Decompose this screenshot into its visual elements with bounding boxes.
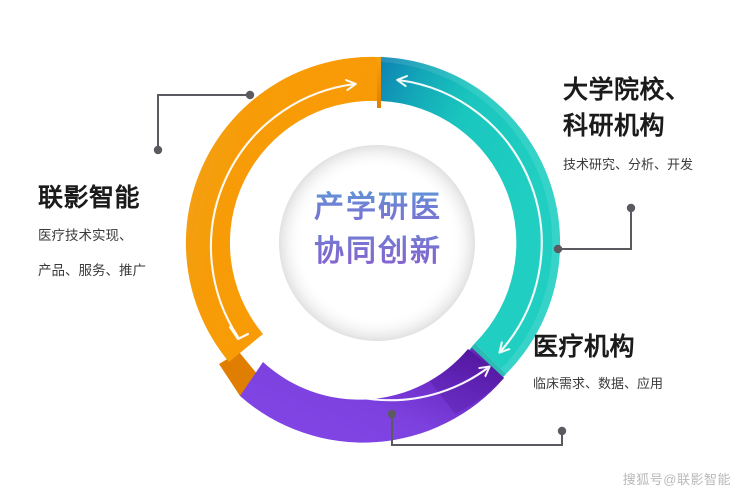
- label-topright-sub-line1: 技术研究、分析、开发: [563, 157, 694, 172]
- label-left-sub-line2: 产品、服务、推广: [38, 263, 146, 278]
- orange-arrow: [209, 84, 355, 339]
- connector-left: [153, 90, 255, 155]
- donut-center-shadow: [279, 145, 475, 341]
- label-left-title: 联影智能: [38, 184, 141, 212]
- connector-lines: [153, 90, 636, 446]
- label-block-bottom-right: 医疗机构 临床需求、数据、应用: [533, 332, 663, 396]
- label-bottomright-title: 医疗机构: [533, 333, 636, 361]
- orange-arrow-tail-head: [228, 325, 250, 341]
- center-label: 产学研医 协同创新: [288, 186, 468, 274]
- label-topright-title-line1: 大学院校、: [563, 76, 691, 104]
- label-bottomright-sub-line1: 临床需求、数据、应用: [533, 376, 664, 391]
- label-block-top-right: 大学院校、 科研机构 技术研究、分析、开发: [563, 72, 693, 177]
- connector-bottom: [387, 409, 567, 446]
- teal-arrow: [398, 80, 543, 352]
- watermark: 搜狐号@联影智能: [622, 472, 731, 487]
- center-label-line1: 产学研医: [288, 186, 468, 230]
- purple-arrow: [278, 356, 489, 402]
- label-topright-title-line2: 科研机构: [563, 112, 666, 140]
- label-left-sub-line1: 医疗技术实现、: [38, 228, 133, 243]
- connector-right: [553, 203, 636, 254]
- center-label-line2: 协同创新: [288, 230, 468, 274]
- label-block-left: 联影智能 医疗技术实现、 产品、服务、推广: [38, 183, 146, 283]
- segment-purple[interactable]: [240, 348, 504, 443]
